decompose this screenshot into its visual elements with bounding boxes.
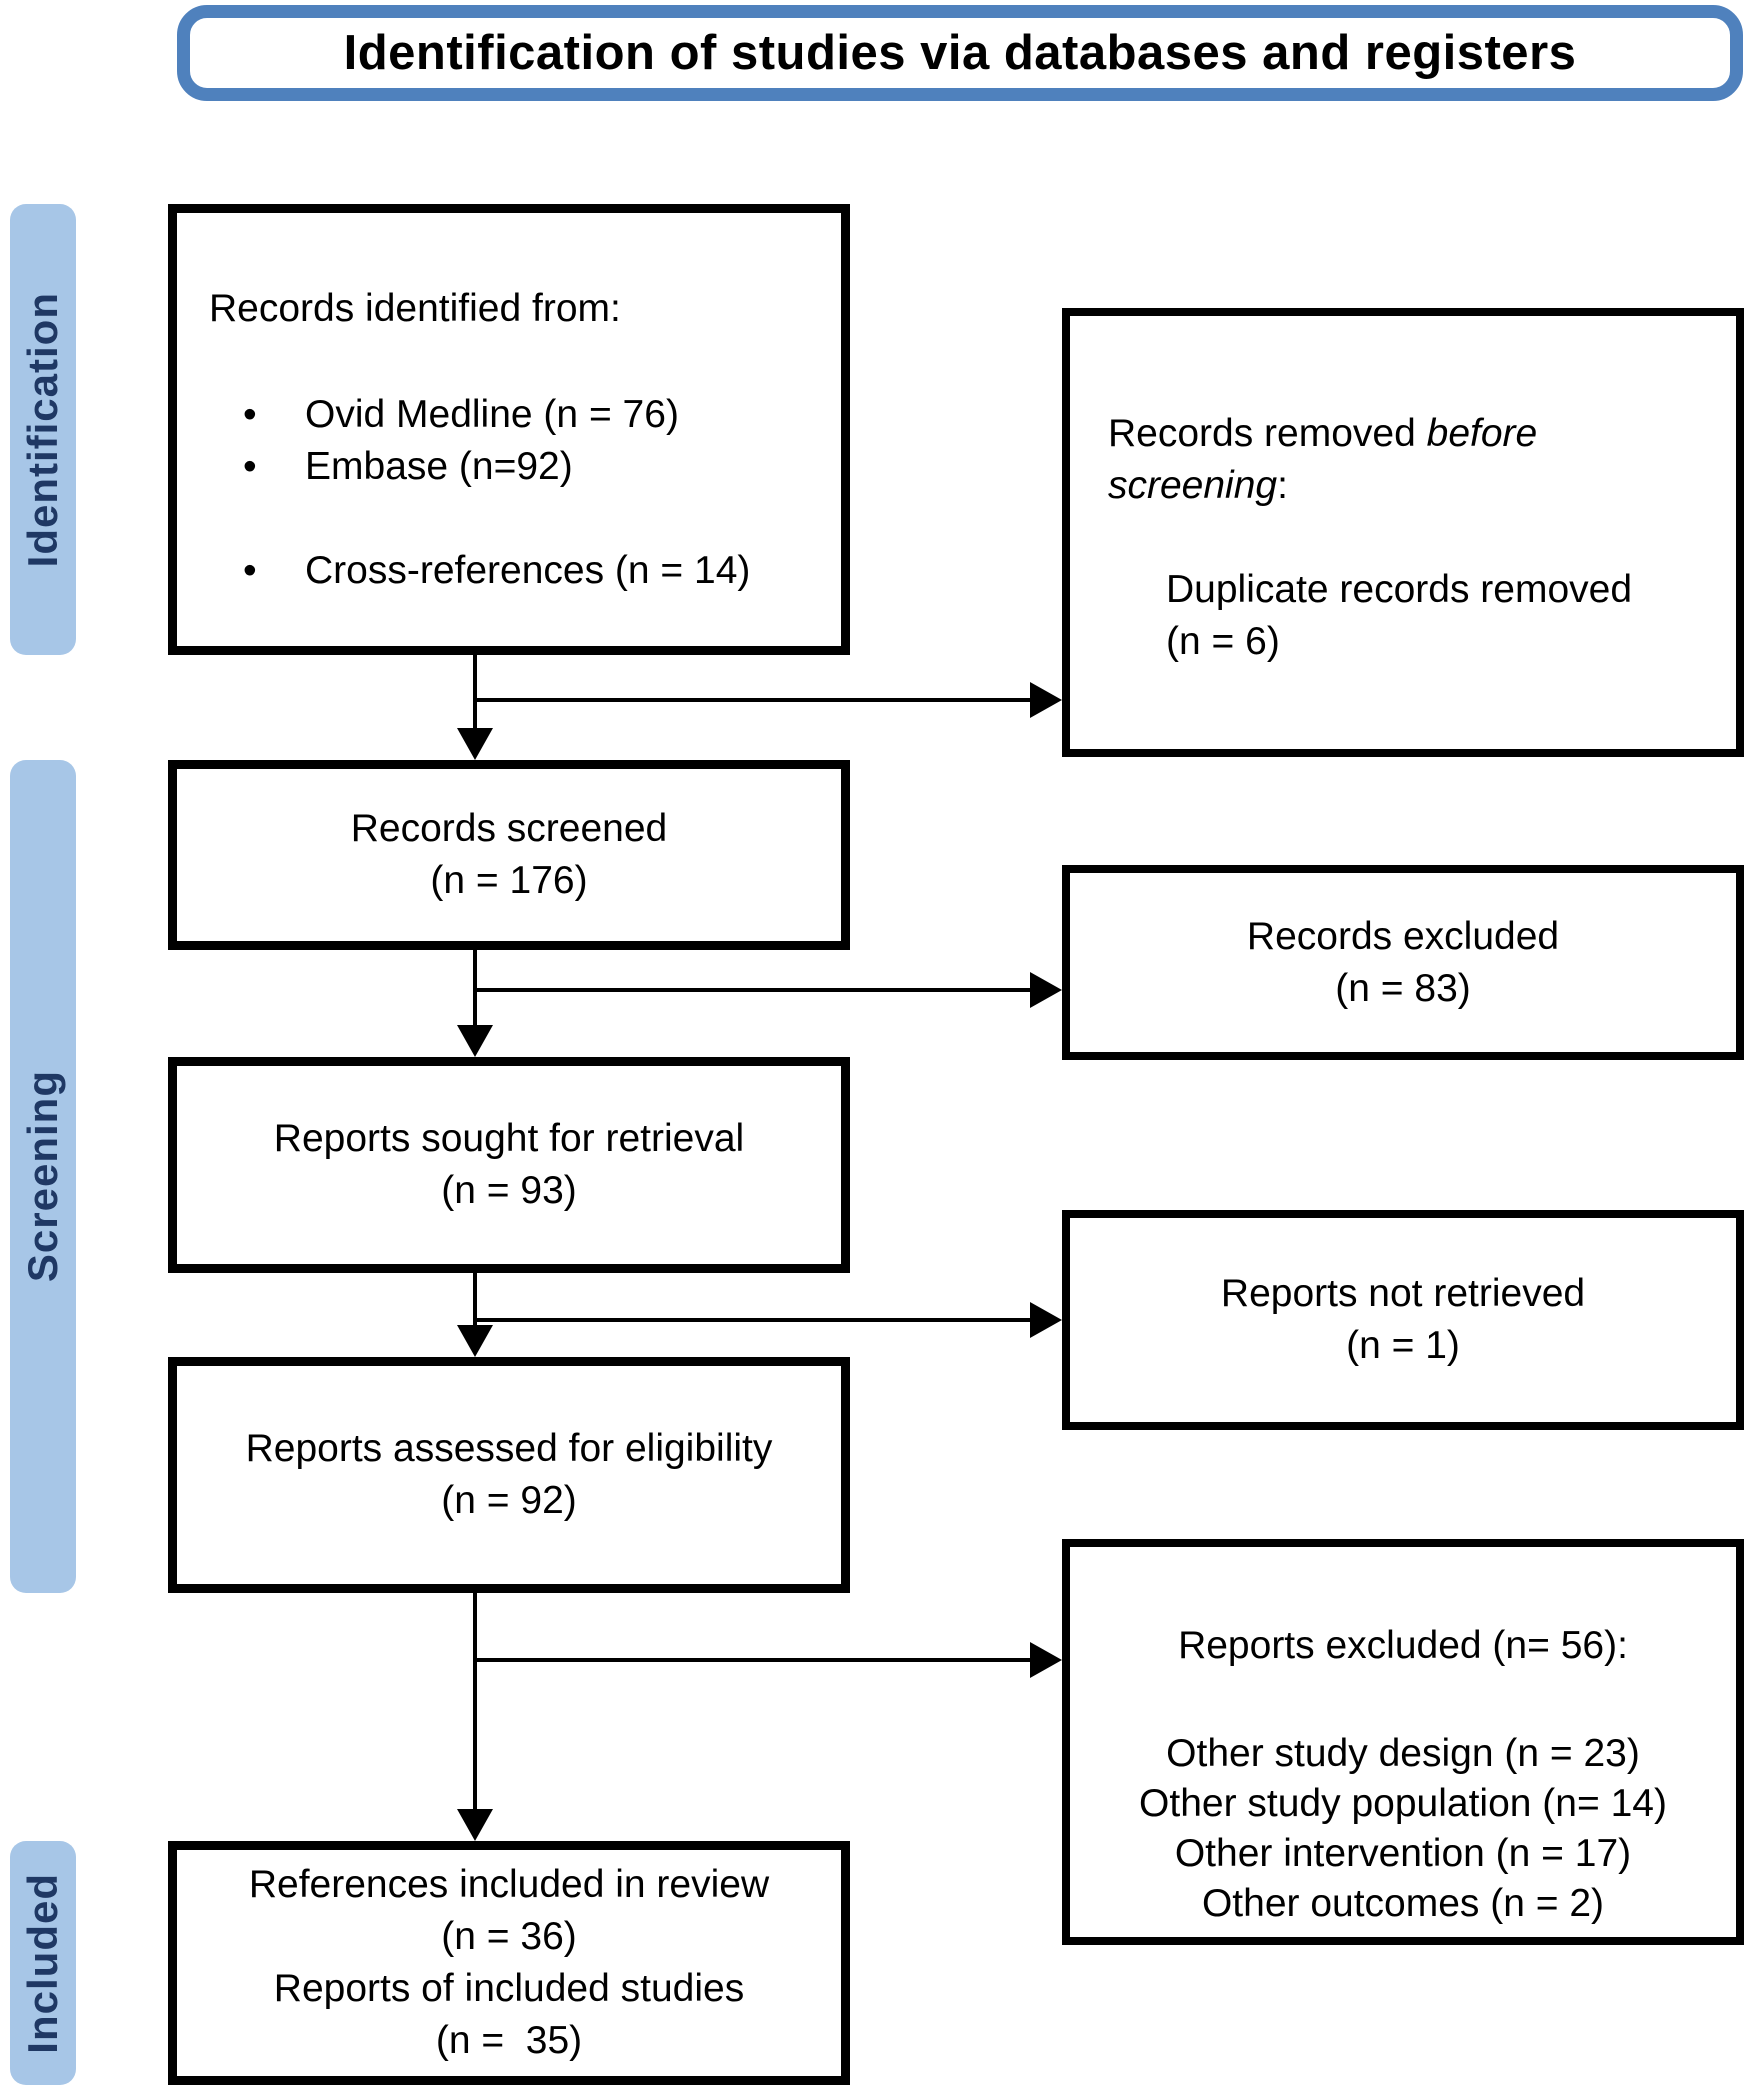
records-removed-suffix: : xyxy=(1277,464,1288,507)
arrow-screened-to-sought xyxy=(457,950,493,1057)
included-line: (n = 36) xyxy=(441,1915,577,1958)
reports-assessed-count: (n = 92) xyxy=(441,1479,577,1522)
arrow-identified-to-removed xyxy=(475,682,1062,718)
records-screened-label: Records screened xyxy=(350,807,668,850)
phase-ribbon-identification: Identification xyxy=(10,204,76,655)
box-reports-assessed: Reports assessed for eligibility (n = 92… xyxy=(168,1357,850,1593)
box-records-excluded: Records excluded (n = 83) xyxy=(1062,865,1744,1060)
included-line: Reports of included studies xyxy=(273,1967,745,2010)
reports-excluded-heading: Reports excluded (n= 56): xyxy=(1178,1624,1628,1667)
records-screened-count: (n = 176) xyxy=(430,859,588,902)
source-item-label: Embase (n=92) xyxy=(305,445,573,488)
phase-ribbon-screening: Screening xyxy=(10,760,76,1593)
phase-ribbon-identification-label: Identification xyxy=(19,291,66,568)
records-identified-heading: Records identified from: xyxy=(209,287,621,330)
arrow-screened-to-excluded xyxy=(475,972,1062,1008)
records-removed-emphasis: before screening xyxy=(1108,412,1538,507)
records-excluded-count: (n = 83) xyxy=(1335,966,1471,1010)
included-line: (n = 35) xyxy=(435,2019,583,2062)
records-removed-detail: Duplicate records removed (n = 6) xyxy=(1166,568,1633,663)
arrow-assessed-to-included xyxy=(457,1593,493,1841)
arrow-identified-to-screened xyxy=(457,655,493,760)
excluded-reason: Other outcomes (n = 2) xyxy=(1201,1882,1605,1925)
excluded-reason: Other intervention (n = 17) xyxy=(1174,1832,1632,1875)
reports-sought-label: Reports sought for retrieval xyxy=(273,1117,745,1160)
source-item-cross-references: • Cross-references (n = 14) xyxy=(209,545,815,597)
bullet-icon: • xyxy=(243,393,257,436)
phase-ribbon-included: Included xyxy=(10,1841,76,2085)
arrow-sought-to-not-retrieved xyxy=(475,1302,1062,1338)
reports-excluded-reasons: Other study design (n = 23) Other study … xyxy=(1070,1729,1736,1929)
arrow-assessed-to-reports-excluded xyxy=(475,1642,1062,1678)
box-included-references: References included in review (n = 36) R… xyxy=(168,1841,850,2085)
box-records-identified: Records identified from: • Ovid Medline … xyxy=(168,204,850,655)
arrow-sought-to-assessed xyxy=(457,1273,493,1357)
source-item-embase: • Embase (n=92) xyxy=(209,441,815,493)
included-line: References included in review xyxy=(248,1863,770,1906)
box-reports-excluded: Reports excluded (n= 56): Other study de… xyxy=(1062,1539,1744,1945)
excluded-reason: Other study population (n= 14) xyxy=(1139,1782,1667,1825)
reports-sought-count: (n = 93) xyxy=(441,1169,577,1212)
reports-not-retrieved-count: (n = 1) xyxy=(1346,1324,1460,1367)
phase-ribbon-included-label: Included xyxy=(19,1872,66,2054)
box-records-removed: Records removed before screening: Duplic… xyxy=(1062,308,1744,757)
records-excluded-label: Records excluded xyxy=(1246,914,1560,958)
excluded-reason: Other study design (n = 23) xyxy=(1166,1732,1640,1775)
bullet-icon: • xyxy=(243,549,257,592)
reports-not-retrieved-label: Reports not retrieved xyxy=(1220,1272,1586,1315)
bullet-icon: • xyxy=(243,445,257,488)
source-item-label: Cross-references (n = 14) xyxy=(305,549,751,592)
diagram-title: Identification of studies via databases … xyxy=(343,26,1577,80)
box-reports-sought: Reports sought for retrieval (n = 93) xyxy=(168,1057,850,1273)
records-identified-sources: • Ovid Medline (n = 76) • Embase (n=92) … xyxy=(209,389,815,597)
records-removed-prefix: Records removed xyxy=(1108,412,1427,455)
reports-assessed-label: Reports assessed for eligibility xyxy=(245,1427,773,1470)
diagram-title-box: Identification of studies via databases … xyxy=(177,5,1743,101)
source-item-ovid-medline: • Ovid Medline (n = 76) xyxy=(209,389,815,441)
records-removed-heading: Records removed before screening: xyxy=(1108,408,1700,512)
box-records-screened: Records screened (n = 176) xyxy=(168,760,850,950)
phase-ribbon-screening-label: Screening xyxy=(19,1070,66,1283)
box-reports-not-retrieved: Reports not retrieved (n = 1) xyxy=(1062,1210,1744,1430)
source-item-label: Ovid Medline (n = 76) xyxy=(305,393,679,436)
